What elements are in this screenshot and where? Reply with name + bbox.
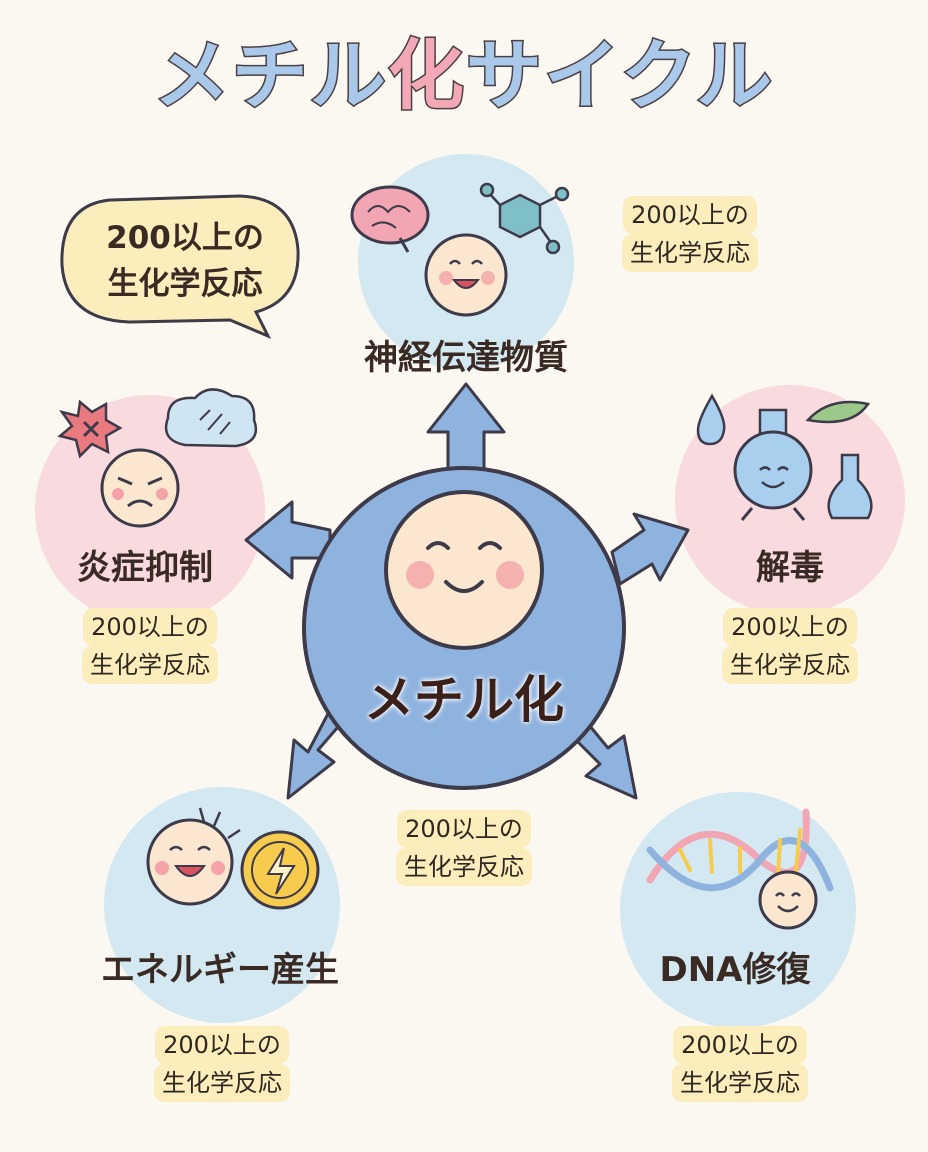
cloud-icon bbox=[164, 388, 258, 448]
anger-burst-icon bbox=[57, 399, 123, 459]
brain-icon bbox=[350, 185, 430, 253]
neurotransmitter-rx-line-2: 生化学反応 bbox=[622, 234, 758, 272]
title-part-2: 化 bbox=[386, 31, 466, 120]
dna-helix-icon bbox=[646, 808, 834, 892]
arrow-up bbox=[426, 382, 506, 482]
inflammation-rx-line-2: 生化学反応 bbox=[82, 646, 218, 684]
speech-bubble-text: 200以上の 生化学反応 bbox=[80, 215, 290, 307]
inflammation-label: 炎症抑制 bbox=[77, 548, 213, 588]
lightning-coin-icon bbox=[240, 830, 320, 910]
leaf-icon bbox=[805, 400, 871, 424]
happy-face bbox=[146, 807, 241, 906]
title-part-3: サイクル bbox=[464, 31, 775, 120]
dna-rx-line-2: 生化学反応 bbox=[672, 1064, 808, 1102]
energy-rx-line-2: 生化学反応 bbox=[154, 1064, 290, 1102]
molecule-icon bbox=[479, 182, 570, 255]
center-rx-line-2: 生化学反応 bbox=[396, 848, 532, 886]
speech-bubble-line-1: 200以上の bbox=[106, 220, 264, 256]
detox-rx-line-2: 生化学反応 bbox=[722, 646, 858, 684]
detox-label: 解毒 bbox=[756, 548, 824, 588]
arrow-left bbox=[244, 500, 332, 580]
center-rx-line-1: 200以上の bbox=[397, 810, 531, 848]
detox-rx-line-1: 200以上の bbox=[723, 608, 857, 646]
neurotransmitter-reactions: 200以上の 生化学反応 bbox=[590, 196, 790, 272]
energy-label: エネルギー産生 bbox=[101, 950, 339, 990]
center-reactions: 200以上の 生化学反応 bbox=[364, 810, 564, 886]
neuro-face bbox=[424, 233, 508, 317]
speech-bubble bbox=[60, 194, 300, 339]
dna-rx-line-1: 200以上の bbox=[673, 1026, 807, 1064]
energy-reactions: 200以上の 生化学反応 bbox=[122, 1026, 322, 1102]
energy-rx-line-1: 200以上の bbox=[155, 1026, 289, 1064]
page-title: メチル化サイクル bbox=[0, 36, 928, 115]
detox-reactions: 200以上の 生化学反応 bbox=[690, 608, 890, 684]
speech-bubble-line-2: 生化学反応 bbox=[107, 266, 263, 302]
neurotransmitter-rx-line-1: 200以上の bbox=[623, 196, 757, 234]
dna-face bbox=[758, 870, 818, 930]
flask-icon bbox=[733, 408, 873, 521]
inflammation-reactions: 200以上の 生化学反応 bbox=[50, 608, 250, 684]
inflammation-rx-line-1: 200以上の bbox=[83, 608, 217, 646]
title-part-1: メチル bbox=[152, 31, 388, 120]
dna-circle bbox=[620, 792, 856, 1028]
center-face bbox=[384, 490, 544, 650]
center-label: メチル化 bbox=[364, 671, 564, 729]
neurotransmitter-label: 神経伝達物質 bbox=[364, 338, 568, 378]
angry-face bbox=[100, 448, 180, 528]
arrow-right bbox=[610, 512, 690, 586]
dna-reactions: 200以上の 生化学反応 bbox=[640, 1026, 840, 1102]
water-drop-icon bbox=[696, 393, 726, 446]
dna-label: DNA修復 bbox=[659, 950, 811, 990]
